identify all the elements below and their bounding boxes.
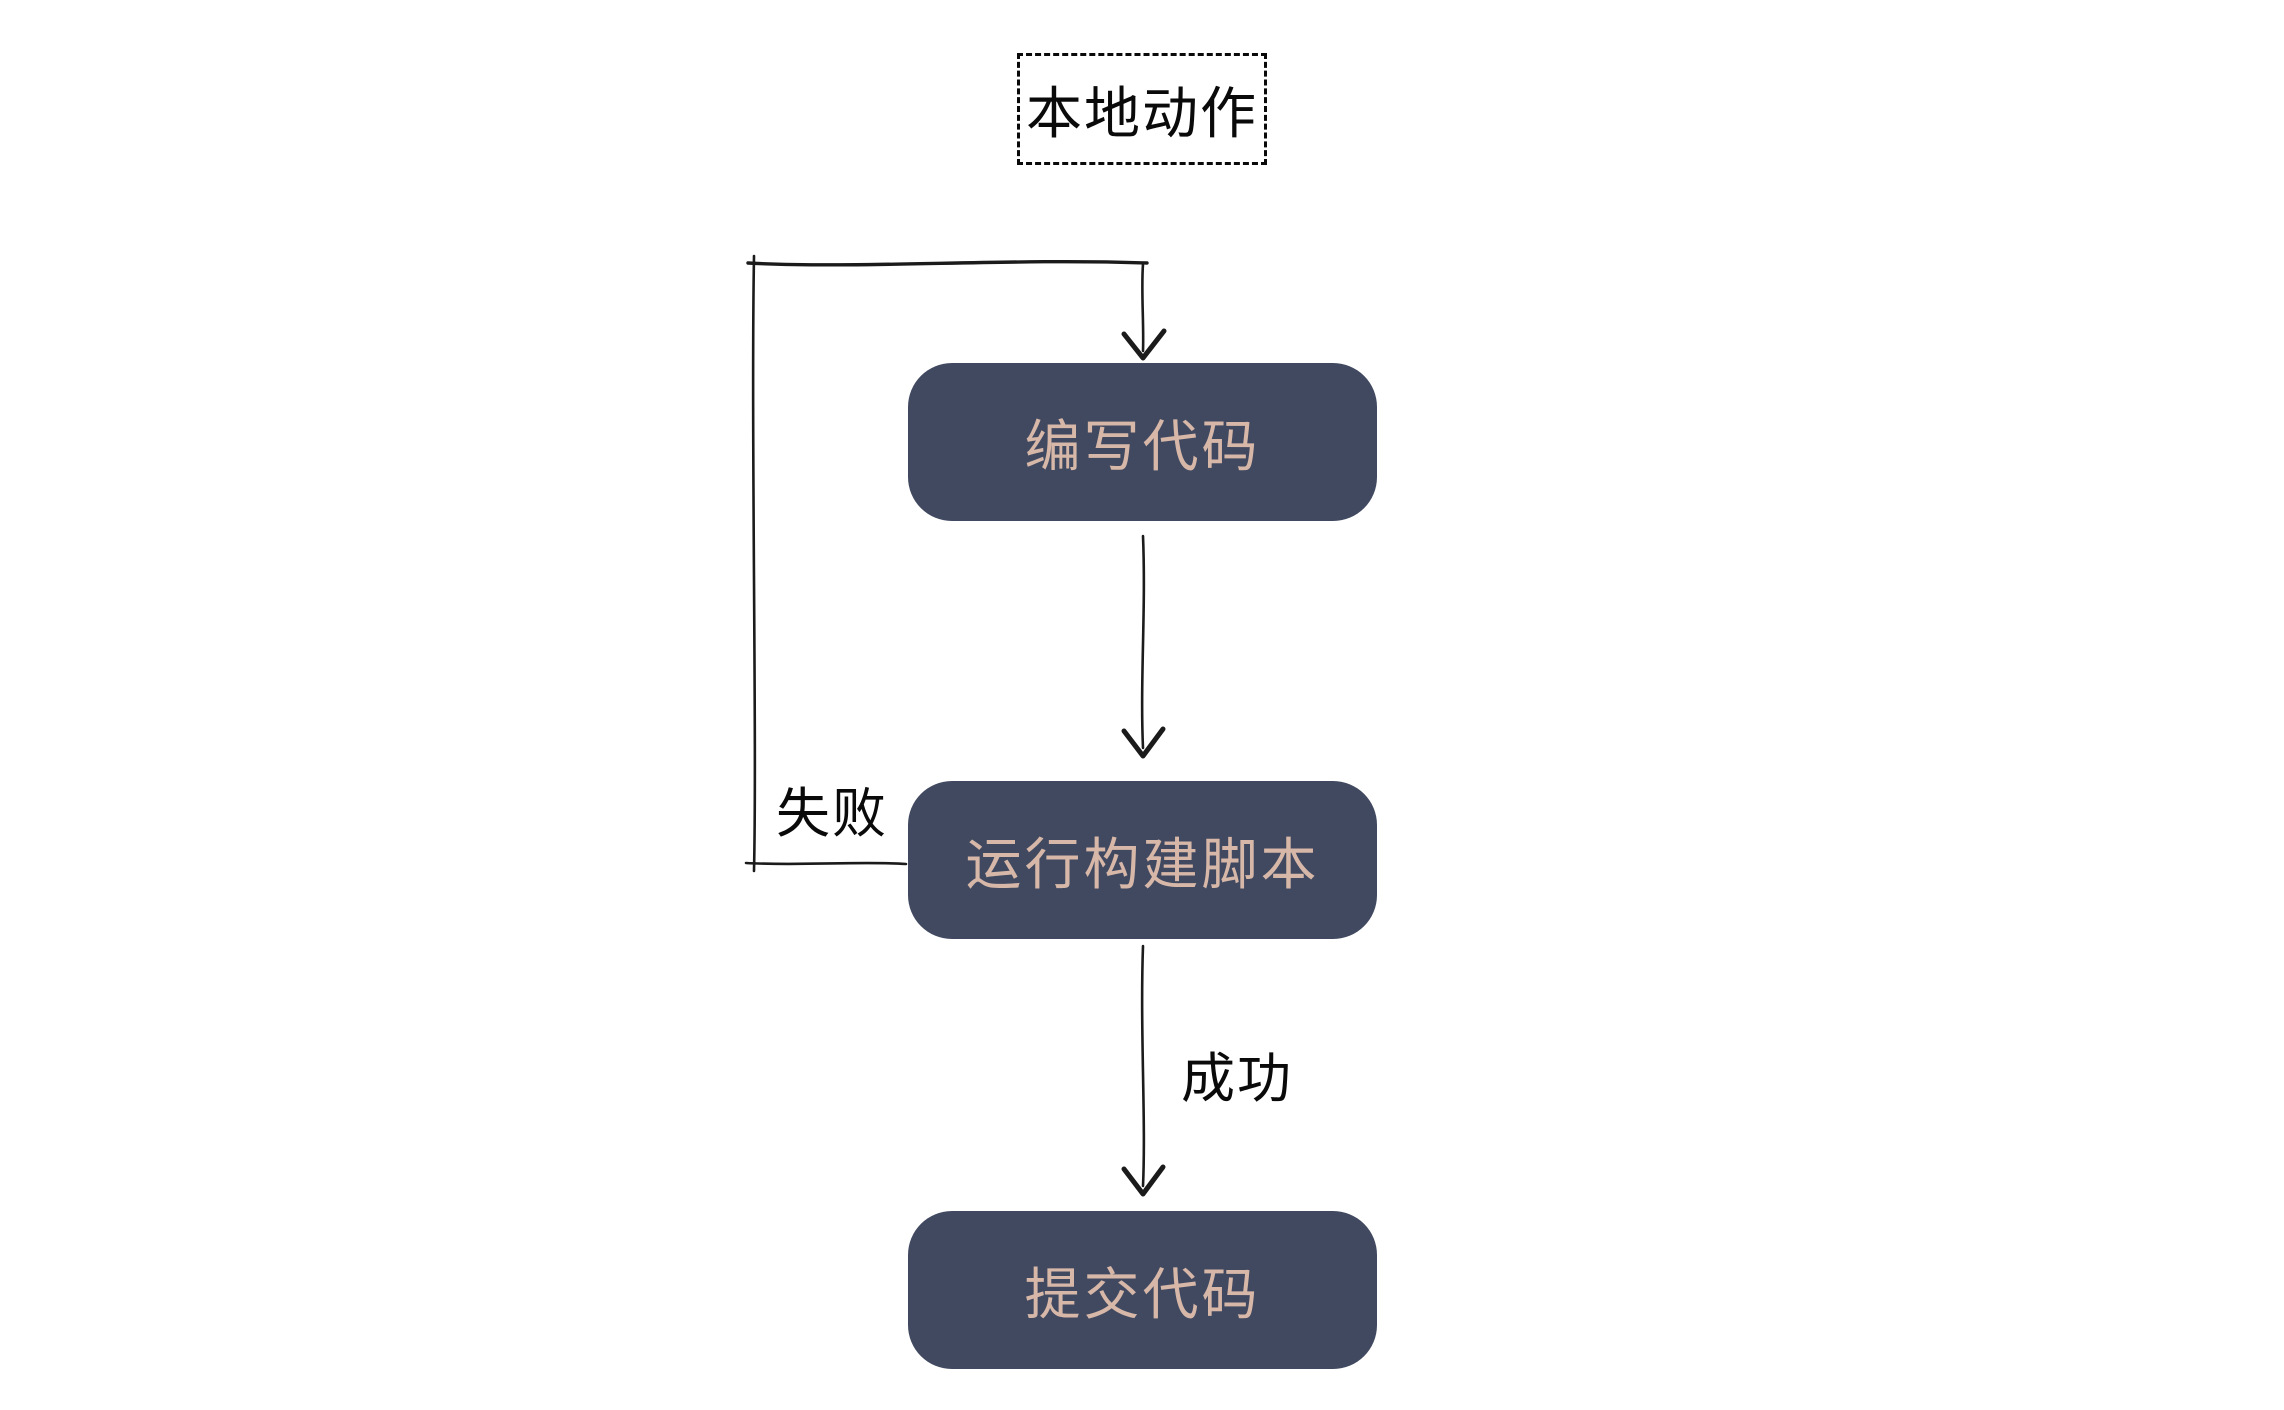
edge-failure-arrowhead-icon: [1121, 328, 1167, 361]
edge-label-success: 成功: [1181, 1049, 1293, 1109]
node-write-code: 编写代码: [908, 363, 1377, 521]
diagram-title-box: 本地动作: [1017, 53, 1267, 165]
node-write-code-label: 编写代码: [1024, 414, 1261, 478]
node-commit-code: 提交代码: [908, 1211, 1377, 1369]
node-run-build-script: 运行构建脚本: [908, 781, 1377, 939]
edge-label-failure: 失败: [776, 784, 888, 844]
node-run-build-script-label: 运行构建脚本: [965, 832, 1320, 896]
edge-build-to-commit-arrowhead-icon: [1121, 1164, 1166, 1197]
diagram-title: 本地动作: [1026, 81, 1258, 145]
edge-failure-bottom-segment: [744, 861, 908, 866]
edge-failure-left-segment: [751, 254, 757, 873]
edge-write-to-build-line: [1140, 534, 1146, 750]
edge-write-to-build-arrowhead-icon: [1121, 726, 1166, 759]
edge-failure-down-segment: [1141, 262, 1145, 353]
edge-build-to-commit-line: [1140, 944, 1146, 1188]
node-commit-code-label: 提交代码: [1024, 1262, 1261, 1326]
edge-failure-top-segment: [746, 259, 1149, 267]
